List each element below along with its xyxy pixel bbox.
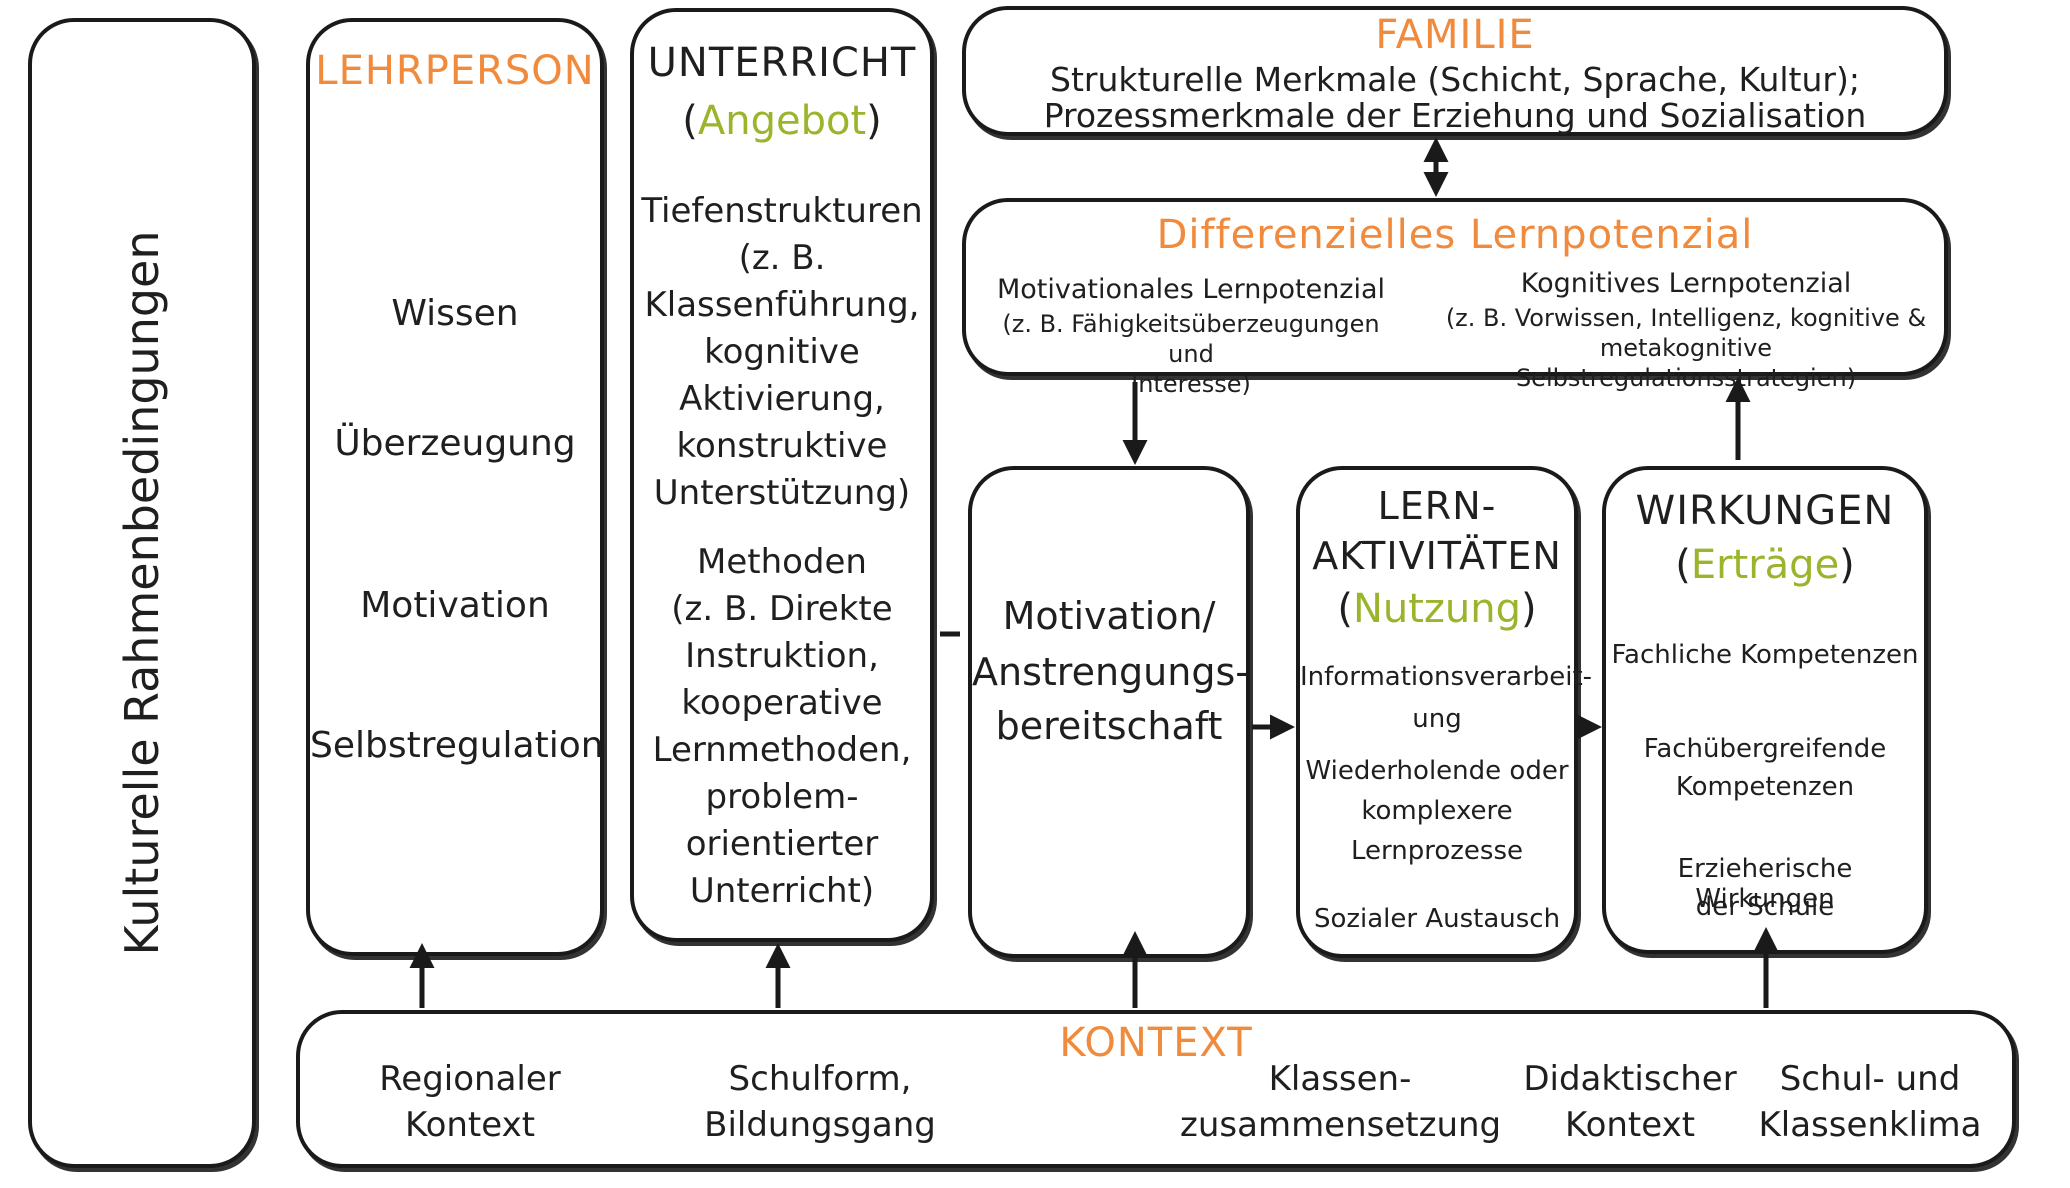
unterricht-title: UNTERRICHT xyxy=(647,40,917,86)
kulturelle-rahmenbedingungen-box: Kulturelle Rahmenbedingungen xyxy=(28,18,256,1168)
lernaktivitaeten-box: LERN- AKTIVITÄTEN (Nutzung) Informations… xyxy=(1296,466,1593,958)
familie-title: FAMILIE xyxy=(1375,12,1535,58)
kontext-item: Schulform, Bildungsgang xyxy=(660,1056,980,1148)
kontext-line: Kontext xyxy=(404,1105,536,1145)
paren-close: ) xyxy=(1521,586,1537,632)
lernaktivitaeten-item: Sozialer Austausch xyxy=(1313,904,1561,934)
kontext-line: Kontext xyxy=(1564,1105,1696,1145)
wirkungen-item: Kompetenzen xyxy=(1675,772,1855,802)
unterricht-line: Lernmethoden, xyxy=(652,730,912,770)
ertraege-label: Erträge xyxy=(1690,542,1840,588)
paren-open: ( xyxy=(1337,586,1353,632)
kontext-line: Schul- und xyxy=(1779,1059,1961,1099)
paren-open: ( xyxy=(1675,542,1691,588)
kontext-item: Klassen- zusammensetzung xyxy=(1180,1056,1502,1148)
angebot-label: Angebot xyxy=(697,98,867,144)
motivation-box: Motivation/ Anstrengungs- bereitschaft xyxy=(968,466,1250,958)
kontext-item: Regionaler Kontext xyxy=(320,1056,620,1148)
motivation-line: bereitschaft xyxy=(995,704,1223,748)
unterricht-line: (z. B. Direkte xyxy=(671,589,893,629)
kontext-line: zusammensetzung xyxy=(1180,1105,1502,1145)
wirkungen-item: Fachübergreifende xyxy=(1643,734,1887,764)
motivationales-line: (z. B. Fähigkeitsüberzeugungen und xyxy=(1002,310,1380,368)
kontext-box: KONTEXT Regionaler Kontext Schulform, Bi… xyxy=(296,1010,2016,1168)
lernaktivitaeten-title: LERN- xyxy=(1377,484,1497,528)
wirkungen-subtitle: (Erträge) xyxy=(1606,542,1924,588)
motivation-line: Motivation/ xyxy=(1002,594,1216,638)
unterricht-text: Tiefenstrukturen (z. B. Klassenführung, kog… xyxy=(634,188,930,915)
motivationales-head: Motivationales Lernpotenzial xyxy=(996,274,1386,305)
kontext-item: Didaktischer Kontext xyxy=(1510,1056,1750,1148)
kontext-line: Klassenklima xyxy=(1758,1105,1982,1145)
lehrperson-item: Wissen xyxy=(391,293,519,334)
kontext-line: Didaktischer xyxy=(1523,1059,1737,1099)
lehrperson-item: Selbstregulation xyxy=(310,725,604,766)
unterricht-line: Klassenführung, xyxy=(644,285,920,325)
kontext-title: KONTEXT xyxy=(1059,1020,1253,1066)
familie-box: FAMILIE Strukturelle Merkmale (Schicht, … xyxy=(962,6,1948,136)
unterricht-line: problem- xyxy=(705,777,859,817)
paren-close: ) xyxy=(866,98,882,144)
lehrperson-item: Überzeugung xyxy=(334,423,576,464)
paren-open: ( xyxy=(682,98,698,144)
unterricht-line: Aktivierung, xyxy=(679,379,885,419)
unterricht-line: konstruktive xyxy=(676,426,888,466)
kontext-line: Klassen- xyxy=(1268,1059,1412,1099)
familie-line: Strukturelle Merkmale (Schicht, Sprache,… xyxy=(1050,60,1860,99)
unterricht-box: UNTERRICHT (Angebot) Tiefenstrukturen (z.… xyxy=(630,8,934,942)
wirkungen-box: WIRKUNGEN (Erträge) Fachliche Kompetenze… xyxy=(1602,466,1928,954)
wirkungen-item: Erzieherische Wirkungen xyxy=(1677,854,1853,914)
lehrperson-title: LEHRPERSON xyxy=(315,48,595,94)
unterricht-line: Unterricht) xyxy=(689,871,875,911)
lernaktivitaeten-item: Informationsverarbeit- xyxy=(1300,662,1593,692)
wirkungen-title: WIRKUNGEN xyxy=(1635,488,1895,534)
motivation-line: Anstrengungs- xyxy=(972,650,1249,694)
lernaktivitaeten-title: AKTIVITÄTEN xyxy=(1312,534,1562,578)
unterricht-line: kognitive xyxy=(704,332,860,372)
lernpotenzial-box: Differenzielles Lernpotenzial Motivation… xyxy=(962,198,1948,398)
lernaktivitaeten-subtitle: (Nutzung) xyxy=(1300,586,1574,632)
unterricht-line: orientierter xyxy=(685,824,879,864)
wirkungen-item: der Schule xyxy=(1695,892,1835,922)
lehrperson-box: LEHRPERSON Wissen Überzeugung Motivation… xyxy=(306,18,604,956)
unterricht-line: Unterstützung) xyxy=(653,473,911,513)
unterricht-line: kooperative xyxy=(681,683,883,723)
kontext-line: Bildungsgang xyxy=(704,1105,936,1145)
lehrperson-item: Motivation xyxy=(360,585,550,626)
unterricht-line: Tiefenstrukturen xyxy=(641,191,923,231)
unterricht-line: Methoden xyxy=(697,542,867,582)
wirkungen-item: Fachliche Kompetenzen xyxy=(1611,640,1919,670)
unterricht-subtitle: (Angebot) xyxy=(634,98,930,144)
lernaktivitaeten-item: Lernprozesse xyxy=(1351,836,1523,866)
kontext-line: Schulform, xyxy=(728,1059,912,1099)
lernaktivitaeten-item: ung xyxy=(1412,704,1462,734)
kognitives-line: (z. B. Vorwissen, Intelligenz, kognitive… xyxy=(1445,304,1927,332)
lernpotenzial-title: Differenzielles Lernpotenzial xyxy=(1156,212,1754,258)
kontext-line: Regionaler xyxy=(379,1059,561,1099)
nutzung-label: Nutzung xyxy=(1352,586,1522,632)
paren-close: ) xyxy=(1839,542,1855,588)
lernaktivitaeten-item: Wiederholende oder xyxy=(1305,756,1569,786)
kognitives-line: metakognitive Selbstregulationsstrategie… xyxy=(1515,334,1857,392)
kognitives-lernpotenzial: Kognitives Lernpotenzial (z. B. Vorwisse… xyxy=(1436,264,1936,393)
lernaktivitaeten-item: komplexere xyxy=(1361,796,1513,826)
kognitives-head: Kognitives Lernpotenzial xyxy=(1520,268,1852,299)
unterricht-line: (z. B. xyxy=(738,238,826,278)
familie-line: Prozessmerkmale der Erziehung und Sozial… xyxy=(1043,96,1867,135)
motivationales-line: Interesse) xyxy=(1131,370,1251,398)
unterricht-line: Instruktion, xyxy=(685,636,879,676)
motivationales-lernpotenzial: Motivationales Lernpotenzial (z. B. Fähi… xyxy=(976,270,1406,399)
kontext-item: Schul- und Klassenklima xyxy=(1750,1056,1990,1148)
